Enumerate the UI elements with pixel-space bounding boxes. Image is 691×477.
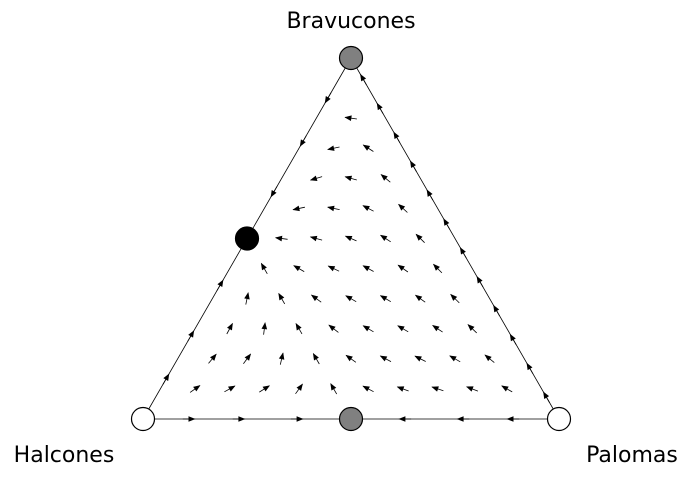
- flow-arrow: [344, 235, 357, 242]
- flow-arrow: [327, 265, 340, 272]
- equilibrium-vertex-palomas: [546, 406, 572, 432]
- flow-arrow: [244, 292, 250, 305]
- flow-arrow: [467, 324, 477, 334]
- flow-arrow: [187, 330, 195, 342]
- flow-arrow: [275, 235, 288, 242]
- flow-arrow: [309, 175, 323, 181]
- flow-arrow: [397, 325, 409, 333]
- equilibrium-vertex-halcones: [130, 406, 156, 432]
- flow-arrow: [415, 233, 425, 243]
- flow-arrow: [278, 352, 285, 365]
- flow-arrow: [397, 264, 409, 273]
- flow-arrow: [224, 385, 236, 393]
- equilibrium-edge-halcones-bravucones: [234, 226, 260, 251]
- flow-arrow: [450, 293, 460, 304]
- flow-arrow: [216, 279, 224, 291]
- flow-arrow: [362, 205, 374, 212]
- flow-arrow: [466, 386, 479, 392]
- flow-arrow: [501, 385, 513, 393]
- flow-arrow: [493, 304, 500, 317]
- flow-arrow: [345, 354, 357, 363]
- flow-arrow: [379, 295, 392, 303]
- flow-arrow: [278, 292, 286, 305]
- flow-arrow: [509, 333, 517, 345]
- flow-arrow: [295, 322, 303, 335]
- flow-arrow: [162, 373, 170, 385]
- flow-arrow: [526, 362, 534, 374]
- flow-arrow: [328, 324, 339, 333]
- flow-arrow: [327, 205, 340, 212]
- flow-arrow: [312, 352, 320, 365]
- flow-arrow: [376, 102, 384, 114]
- flow-arrow: [379, 355, 392, 362]
- flow-arrow: [380, 174, 391, 183]
- flow-arrow: [293, 265, 305, 272]
- equilibrium-points: [130, 45, 572, 432]
- flow-arrow: [310, 294, 322, 303]
- flow-arrow: [260, 262, 268, 274]
- flow-arrow: [362, 144, 374, 152]
- flow-arrow: [362, 265, 374, 272]
- flow-arrow: [410, 160, 417, 172]
- flow-arrow: [360, 73, 367, 86]
- flow-arrow: [270, 186, 278, 198]
- flow-arrow: [459, 247, 467, 259]
- flow-arrow: [330, 383, 338, 395]
- flow-arrow: [433, 263, 443, 274]
- flow-arrow: [292, 205, 305, 212]
- flow-arrow: [432, 325, 443, 333]
- flow-arrow: [362, 325, 374, 333]
- label-palomas: Palomas: [586, 443, 678, 468]
- flow-arrow: [443, 218, 451, 230]
- flow-arrow: [426, 189, 434, 201]
- vector-field: [189, 115, 513, 395]
- flow-arrow: [208, 353, 217, 364]
- flow-arrow: [414, 294, 426, 303]
- edge-bravucones-palomas: [350, 57, 560, 420]
- flow-arrow: [393, 131, 401, 143]
- flow-arrow: [344, 115, 357, 121]
- flow-arrow: [261, 322, 268, 335]
- flow-arrow: [484, 354, 495, 363]
- label-bravucones: Bravucones: [286, 9, 415, 34]
- flow-arrow: [345, 295, 357, 303]
- flow-arrow: [431, 386, 444, 392]
- label-halcones: Halcones: [14, 443, 115, 468]
- flow-arrow: [543, 391, 550, 403]
- flow-arrow: [226, 322, 233, 335]
- flow-arrow: [324, 92, 332, 104]
- flow-arrow: [295, 383, 303, 395]
- flow-arrow: [344, 175, 357, 182]
- flow-arrow: [414, 355, 426, 362]
- flow-arrow: [449, 355, 461, 363]
- flow-arrow: [398, 203, 408, 213]
- flow-arrow: [299, 135, 307, 147]
- edge-arrows: [162, 73, 550, 422]
- flow-arrow: [362, 385, 374, 393]
- flow-arrow: [189, 385, 201, 393]
- equilibrium-edge-halcones-palomas: [338, 406, 364, 432]
- equilibrium-vertex-bravucones: [338, 45, 364, 71]
- flow-arrow: [396, 386, 409, 392]
- flow-arrow: [476, 275, 484, 288]
- flow-arrow: [380, 234, 391, 243]
- flow-arrow: [259, 385, 270, 393]
- flow-arrow: [243, 353, 252, 364]
- flow-arrow: [309, 235, 323, 242]
- flow-arrow: [327, 145, 340, 151]
